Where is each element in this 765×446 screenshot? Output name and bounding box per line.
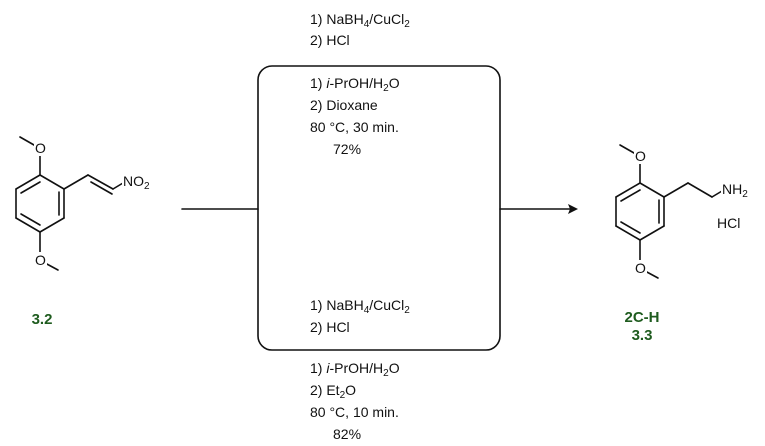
route-box <box>257 65 501 351</box>
bottom-conditions: 80 °C, 10 min. <box>310 404 399 420</box>
starting-material-label: 3.2 <box>31 311 53 328</box>
product-oxygen-bottom: O <box>634 260 647 276</box>
top-conditions: 80 °C, 30 min. <box>310 119 399 135</box>
product-hcl-salt: HCl <box>716 215 742 231</box>
starting-material-ring <box>15 174 65 233</box>
bottom-yield: 82% <box>333 426 362 442</box>
product-amine-subscript: 2 <box>742 189 748 200</box>
product-name-label: 2C-H <box>624 309 660 326</box>
sm-nitro-group: NO2 <box>122 173 151 195</box>
product-number-label: 3.3 <box>631 327 653 344</box>
sm-nitro-subscript: 2 <box>144 181 150 192</box>
sm-nitro-text: NO <box>123 173 144 189</box>
product-amine-group: NH2 <box>721 181 749 203</box>
top-step1-reagents: 1) NaBH4/CuCl2 <box>310 11 410 30</box>
sm-oxygen-bottom: O <box>34 252 47 268</box>
product-amine-text: NH <box>722 181 743 197</box>
bottom-workup-step2: 2) Et2O <box>310 382 357 401</box>
arrow-head <box>568 204 578 214</box>
product-oxygen-top: O <box>634 148 647 164</box>
bottom-step1-reagents: 1) NaBH4/CuCl2 <box>310 297 410 316</box>
sm-oxygen-top: O <box>34 140 47 156</box>
product-ring <box>615 182 665 241</box>
bottom-step2-reagents: 2) HCl <box>310 319 350 335</box>
top-workup-step1: 1) i-PrOH/H2O <box>310 75 400 94</box>
top-step2-reagents: 2) HCl <box>310 32 350 48</box>
top-workup-step2: 2) Dioxane <box>310 97 378 113</box>
top-yield: 72% <box>333 141 362 157</box>
bottom-workup-step1: 1) i-PrOH/H2O <box>310 360 400 379</box>
